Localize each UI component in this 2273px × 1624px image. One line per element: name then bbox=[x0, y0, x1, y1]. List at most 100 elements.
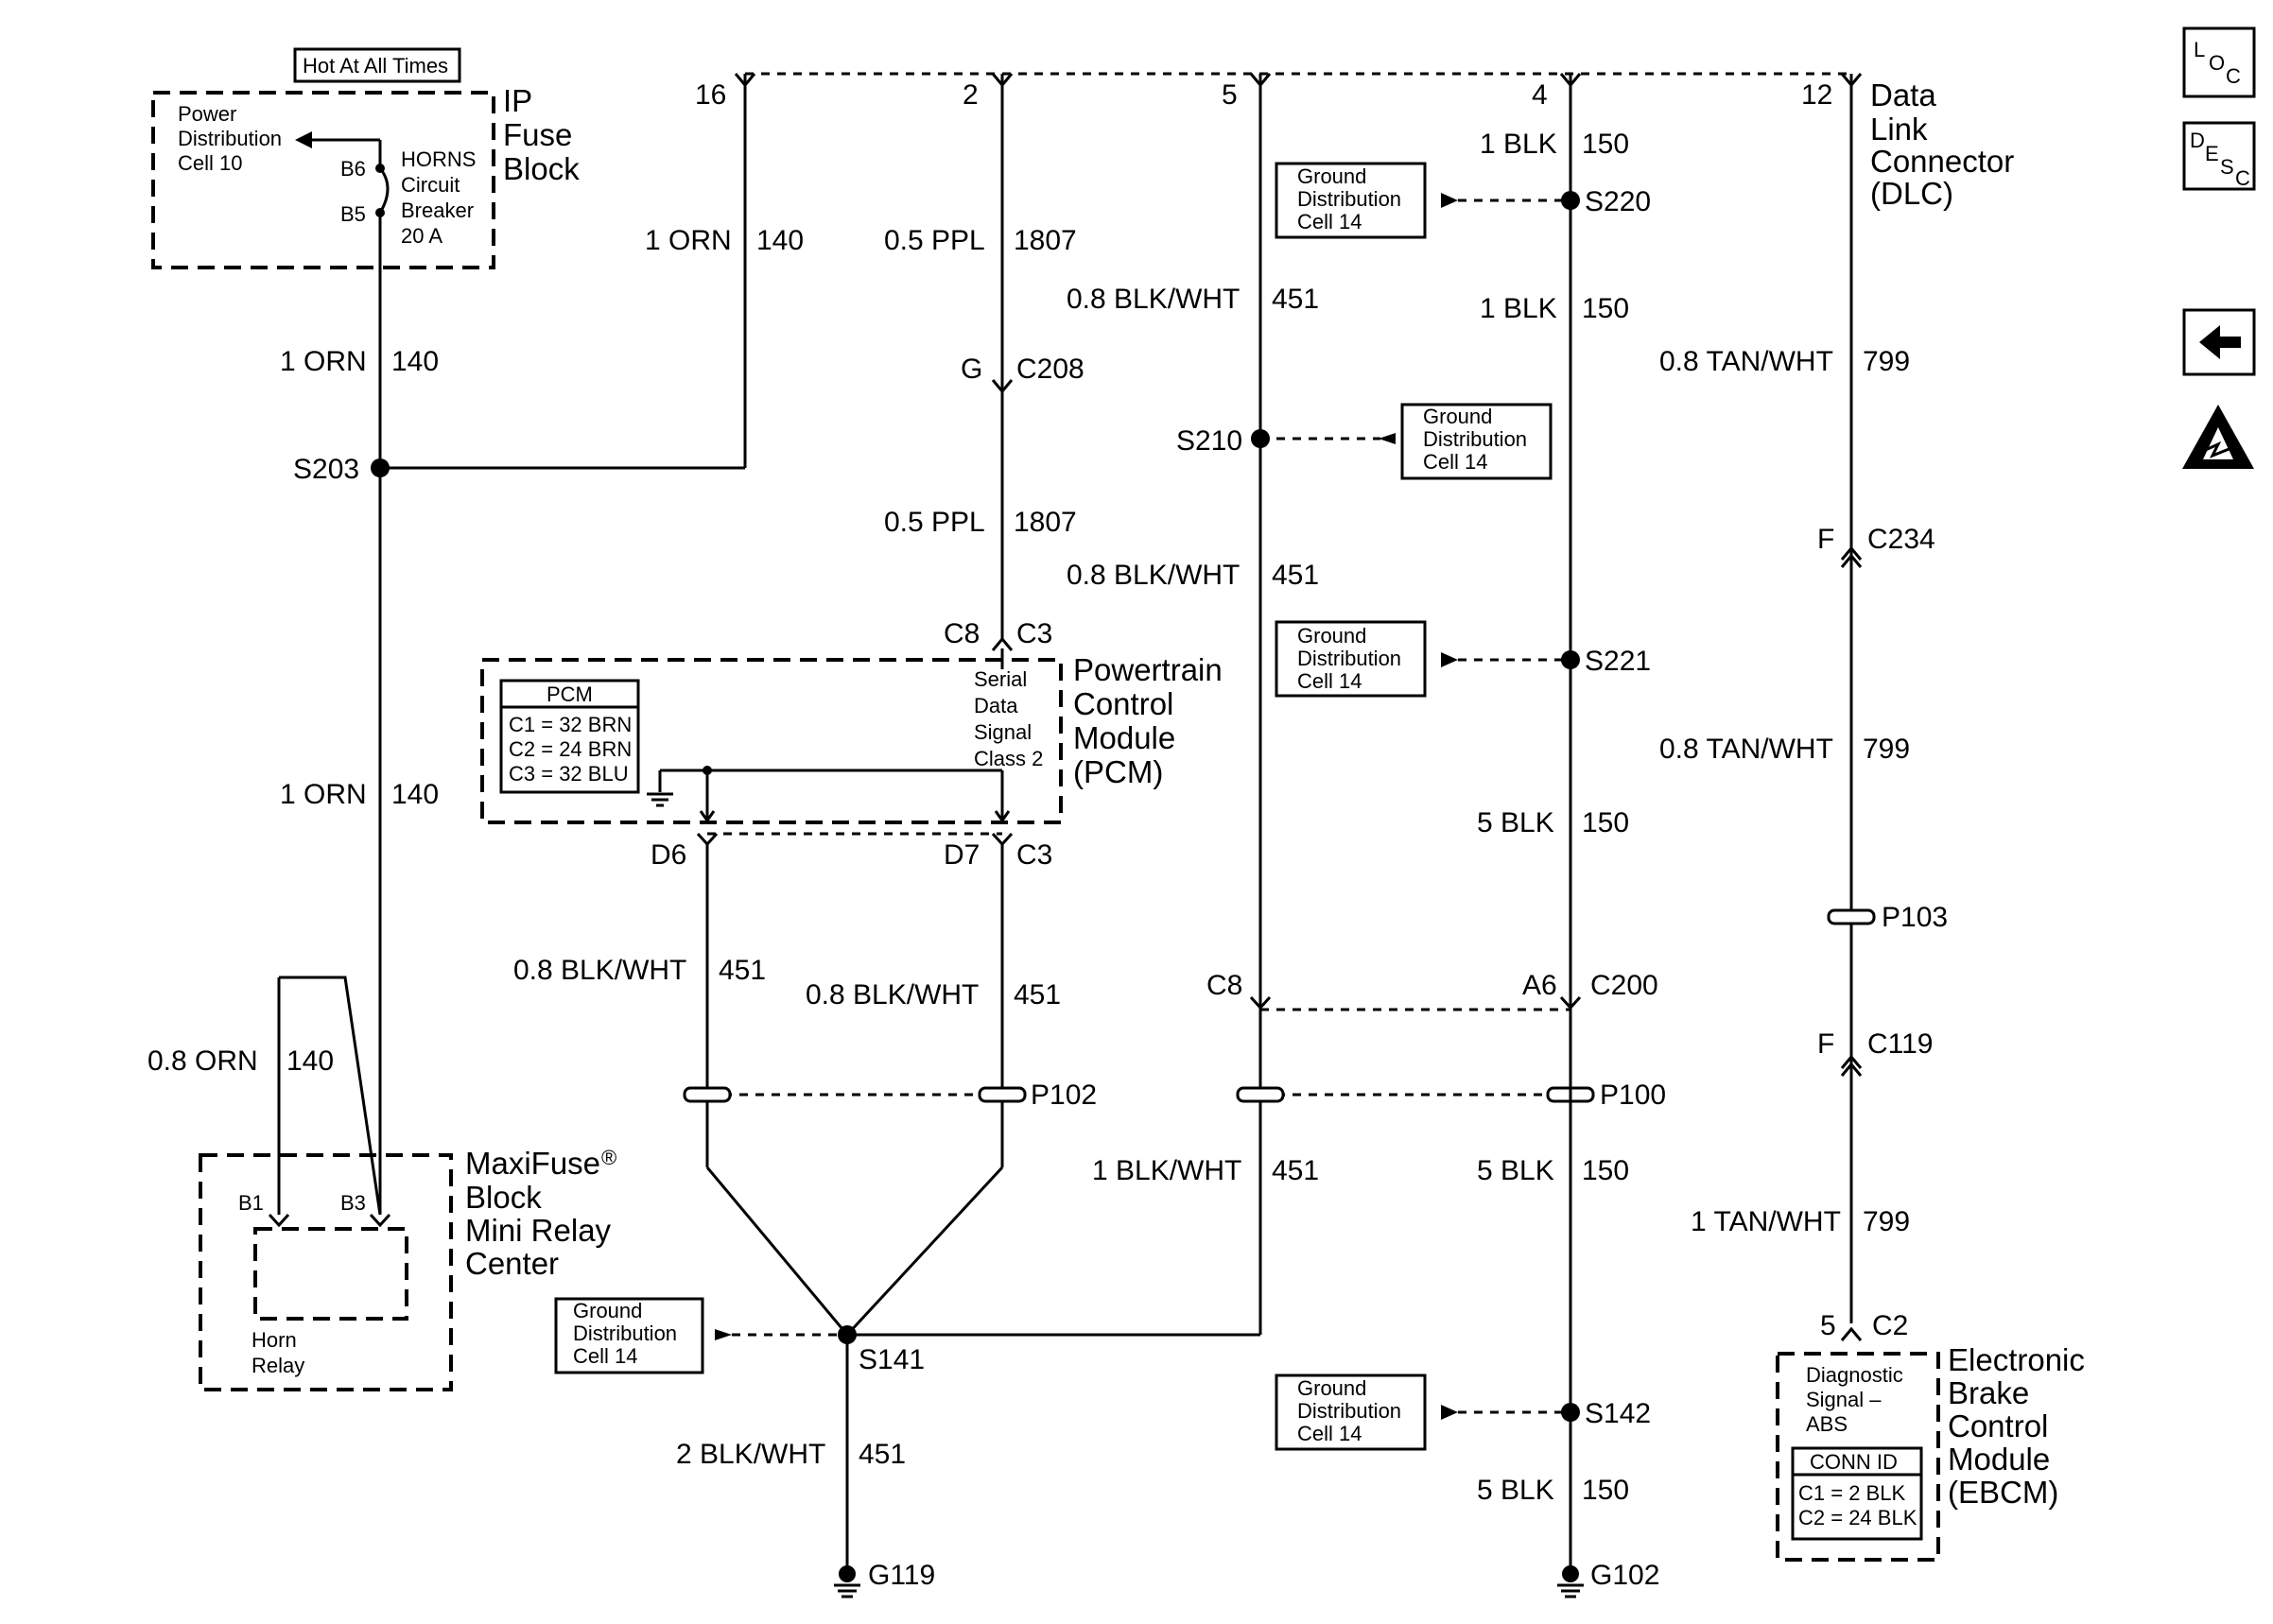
connector-c234: C234 bbox=[1867, 524, 1935, 555]
pin-b5: B5 bbox=[340, 202, 366, 226]
wire-number: 150 bbox=[1582, 129, 1629, 160]
desc-letter: D bbox=[2190, 129, 2205, 152]
ground-dist-label-2: Distribution bbox=[1423, 427, 1527, 451]
wire-label: 0.8 BLK/WHT bbox=[806, 979, 979, 1011]
connector-pin-d7: D7 bbox=[944, 839, 980, 871]
ebcm-label-2: Brake bbox=[1948, 1375, 2029, 1410]
serial-data-label-3: Signal bbox=[974, 720, 1032, 744]
desc-button[interactable]: D E S C bbox=[2182, 121, 2256, 191]
wire-label: 0.8 BLK/WHT bbox=[1067, 284, 1240, 315]
ebcm-label: Electronic bbox=[1948, 1342, 2085, 1377]
wire-number: 451 bbox=[1014, 979, 1061, 1011]
registered-mark: ® bbox=[601, 1146, 616, 1169]
dlc-pin-12: 12 bbox=[1801, 79, 1832, 111]
circuit-799: 0.8 TAN/WHT 799 F C234 0.8 TAN/WHT 799 P… bbox=[1659, 74, 1948, 1341]
pcm-table-row: C3 = 32 BLU bbox=[509, 762, 629, 786]
pcm-table-row: C2 = 24 BRN bbox=[509, 737, 632, 761]
wire-label: 0.8 TAN/WHT bbox=[1659, 346, 1833, 377]
wire-number: 150 bbox=[1582, 1155, 1629, 1186]
splice-s142: S142 bbox=[1585, 1398, 1651, 1429]
ebcm-diag-label-2: Signal – bbox=[1806, 1388, 1882, 1411]
connector-pin-d6: D6 bbox=[651, 839, 686, 871]
connector-pin-c8: C8 bbox=[1206, 970, 1242, 1001]
dlc-pin-5: 5 bbox=[1222, 79, 1238, 111]
wire-number: 451 bbox=[719, 955, 766, 986]
wire-label: 1 BLK bbox=[1480, 293, 1557, 324]
back-arrow-button[interactable] bbox=[2182, 308, 2256, 376]
wire-label: 1 BLK/WHT bbox=[1092, 1155, 1241, 1186]
horns-cb-label-3: Breaker bbox=[401, 199, 474, 222]
inline-p102: P102 bbox=[1031, 1080, 1097, 1111]
horn-relay-label: Horn bbox=[252, 1328, 297, 1352]
ebcm-diag-label-3: ABS bbox=[1806, 1412, 1848, 1436]
loc-letter: C bbox=[2226, 64, 2241, 88]
wire-number: 140 bbox=[391, 346, 439, 377]
connector-pin: C8 bbox=[944, 618, 980, 649]
wire-label: 1 TAN/WHT bbox=[1691, 1206, 1841, 1237]
maxifuse-block: B1 B3 Horn Relay MaxiFuse ® Block Mini R… bbox=[199, 1146, 616, 1391]
ground-g119: G119 bbox=[868, 1560, 935, 1591]
wire-label: 1 BLK bbox=[1480, 129, 1557, 160]
desc-letter: S bbox=[2220, 155, 2234, 179]
back-arrow-icon bbox=[2199, 325, 2241, 359]
pcm-label: Powertrain bbox=[1073, 652, 1223, 687]
loc-letter: L bbox=[2194, 38, 2205, 61]
ground-g102: G102 bbox=[1590, 1560, 1659, 1591]
wire-number: 140 bbox=[286, 1045, 334, 1077]
connector-c3: C3 bbox=[1016, 618, 1052, 649]
wire-label: 5 BLK bbox=[1477, 1155, 1554, 1186]
splice-s221: S221 bbox=[1585, 646, 1651, 677]
ebcm-module: Diagnostic Signal – ABS CONN ID C1 = 2 B… bbox=[1776, 1342, 2085, 1562]
inline-p103: P103 bbox=[1882, 902, 1948, 933]
wire-number: 451 bbox=[1272, 560, 1319, 591]
pin-b1: B1 bbox=[238, 1191, 264, 1215]
wire-label: 0.8 TAN/WHT bbox=[1659, 734, 1833, 765]
pcm-label-4: (PCM) bbox=[1073, 754, 1163, 789]
wire-label: 0.5 PPL bbox=[884, 507, 985, 538]
ground-dist-label: Ground bbox=[1423, 405, 1492, 428]
connector-pin-a6: A6 bbox=[1522, 970, 1557, 1001]
connector-c119: C119 bbox=[1867, 1028, 1934, 1060]
ebcm-conn-row: C2 = 24 BLK bbox=[1798, 1506, 1917, 1529]
serial-data-label-2: Data bbox=[974, 694, 1018, 717]
connector-pin: 5 bbox=[1820, 1310, 1836, 1341]
wire-number: 451 bbox=[859, 1439, 906, 1470]
ground-dist-label-2: Distribution bbox=[573, 1322, 677, 1345]
maxifuse-label-2: Block bbox=[465, 1180, 542, 1215]
wire-label: 0.8 ORN bbox=[147, 1045, 258, 1077]
wire-label: 5 BLK bbox=[1477, 1475, 1554, 1506]
ground-dist-label-3: Cell 14 bbox=[1297, 210, 1362, 233]
ebcm-conn-row: C1 = 2 BLK bbox=[1798, 1481, 1905, 1505]
loc-button[interactable]: L O C bbox=[2182, 26, 2256, 98]
circuit-1807: 0.5 PPL 1807 G C208 0.5 PPL 1807 C8 C3 bbox=[884, 74, 1084, 651]
dlc-label-3: Connector bbox=[1870, 144, 2014, 179]
ground-dist-label-3: Cell 14 bbox=[1423, 450, 1487, 474]
wire-number: 150 bbox=[1582, 1475, 1629, 1506]
wire-number: 1807 bbox=[1014, 225, 1077, 256]
dlc-pin-4: 4 bbox=[1532, 79, 1548, 111]
ground-dist-label: Ground bbox=[1297, 164, 1366, 188]
ground-dist-label-3: Cell 14 bbox=[1297, 1422, 1362, 1445]
wire-label: 1 ORN bbox=[280, 779, 367, 810]
wire-label: 1 ORN bbox=[280, 346, 367, 377]
wire-label: 2 BLK/WHT bbox=[676, 1439, 825, 1470]
ebcm-label-5: (EBCM) bbox=[1948, 1475, 2058, 1510]
ground-dist-label: Ground bbox=[573, 1299, 642, 1322]
dlc-connector: 16 2 5 4 12 Data Link Connector (DLC) bbox=[695, 72, 2014, 211]
wire-number: 799 bbox=[1863, 1206, 1910, 1237]
ground-dist-label-3: Cell 14 bbox=[573, 1344, 637, 1368]
horns-cb-label-4: 20 A bbox=[401, 224, 442, 248]
pin-b6: B6 bbox=[340, 157, 366, 181]
horns-cb-label-2: Circuit bbox=[401, 173, 460, 197]
ground-dist-label-2: Distribution bbox=[1297, 187, 1401, 211]
pin-b3: B3 bbox=[340, 1191, 366, 1215]
ebcm-conn-title: CONN ID bbox=[1810, 1450, 1898, 1474]
connector-pin: F bbox=[1817, 524, 1834, 555]
wire-number: 140 bbox=[756, 225, 804, 256]
maxifuse-label-4: Center bbox=[465, 1246, 559, 1281]
connector-pin: G bbox=[961, 354, 982, 385]
horn-relay-label-2: Relay bbox=[252, 1354, 304, 1377]
pcm-label-2: Control bbox=[1073, 686, 1173, 721]
connector-c200: C8 A6 C200 P100 bbox=[1206, 970, 1666, 1111]
